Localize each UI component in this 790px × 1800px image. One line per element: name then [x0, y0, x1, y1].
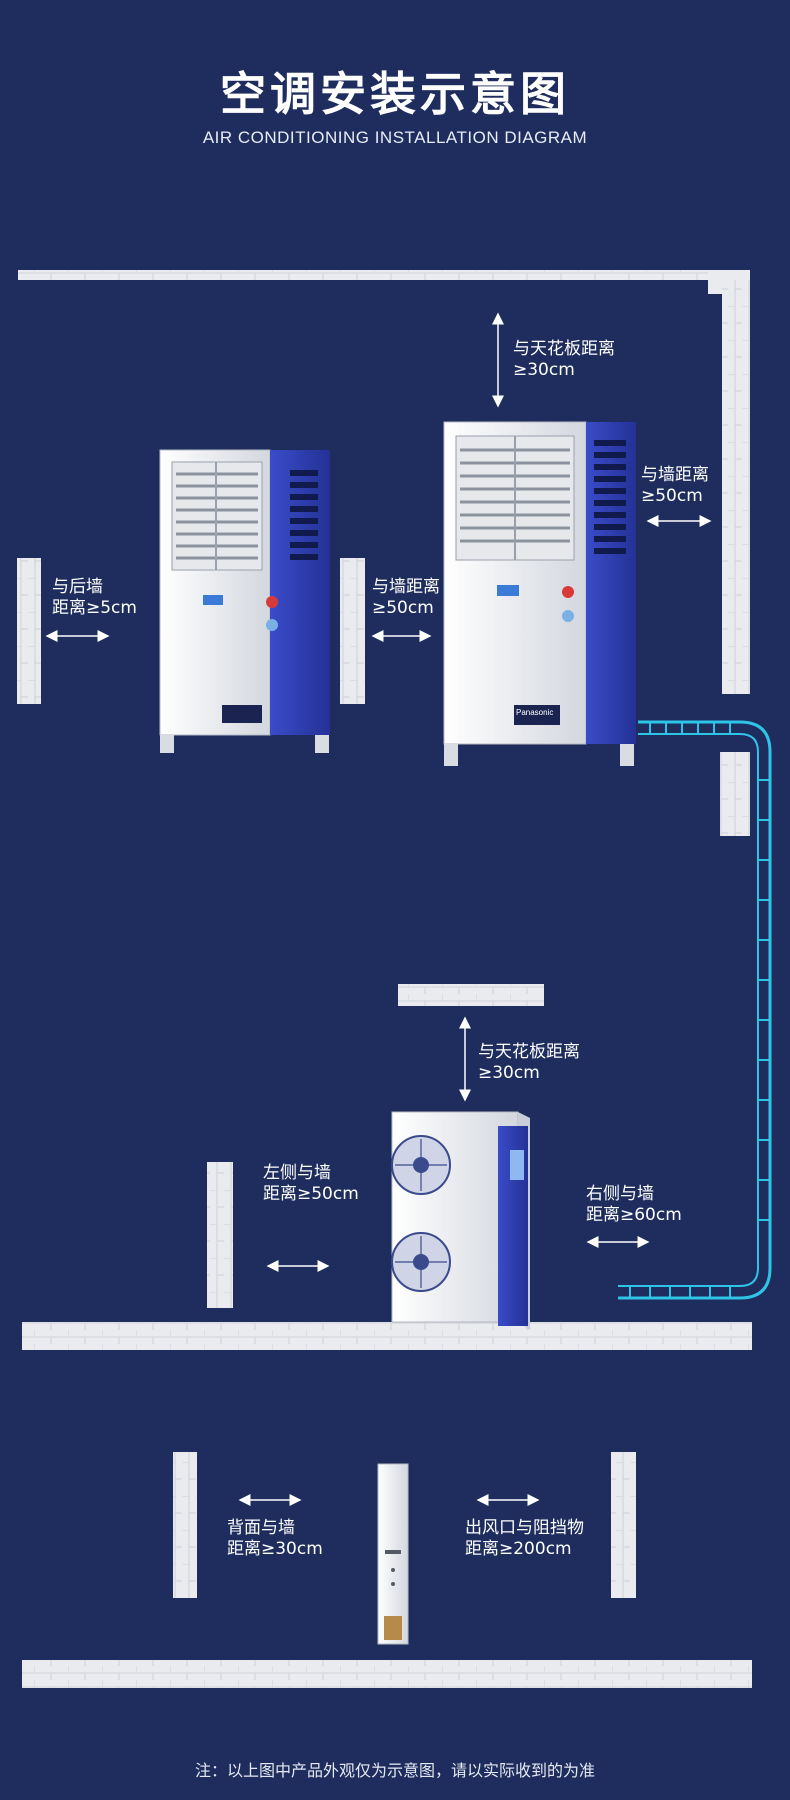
- indoor-unit-right: [443, 421, 636, 766]
- side-floor: [22, 1660, 752, 1688]
- ceiling-label-line1: 与天花板距离: [513, 339, 615, 359]
- outdoor-right-label-line2: 距离≥60cm: [586, 1205, 682, 1225]
- rear-wall-left: [17, 558, 41, 704]
- side-back-label-line1: 背面与墙: [227, 1518, 295, 1538]
- middle-wall-label-line2: ≥50cm: [372, 598, 434, 618]
- page-subtitle: AIR CONDITIONING INSTALLATION DIAGRAM: [202, 128, 588, 147]
- side-outlet-label-line1: 出风口与阻挡物: [465, 1518, 584, 1538]
- right-wall-label-line2: ≥50cm: [641, 486, 703, 506]
- indoor-unit-left: [159, 449, 330, 753]
- side-outlet-label-line2: 距离≥200cm: [465, 1539, 572, 1559]
- outdoor-left-label-line1: 左侧与墙: [263, 1163, 331, 1183]
- outdoor-ceiling-label-line2: ≥30cm: [478, 1063, 540, 1083]
- outdoor-right-label-line1: 右侧与墙: [586, 1184, 654, 1204]
- page-title: 空调安装示意图: [220, 67, 570, 121]
- outdoor-ceiling-label-line1: 与天花板距离: [478, 1042, 580, 1062]
- footer-note: 注：以上图中产品外观仅为示意图，请以实际收到的为准: [194, 1761, 595, 1780]
- outdoor-ceiling-wall: [398, 984, 544, 1006]
- outdoor-unit: [391, 1111, 530, 1330]
- ceiling-wall-top: [18, 270, 750, 280]
- right-wall-label-line1: 与墙距离: [641, 465, 709, 485]
- outdoor-left-label-line2: 距离≥50cm: [263, 1184, 359, 1204]
- middle-wall: [340, 558, 365, 704]
- right-wall-top: [722, 280, 750, 694]
- brand-mark: Panasonic: [516, 708, 554, 717]
- unit-side-view: [377, 1463, 409, 1645]
- side-outlet-obstacle: [611, 1452, 636, 1598]
- right-wall-lower: [720, 752, 750, 836]
- side-back-wall: [173, 1452, 197, 1598]
- rear-wall-label-line2: 距离≥5cm: [52, 598, 137, 618]
- middle-wall-label-line1: 与墙距离: [372, 577, 440, 597]
- outdoor-floor: [22, 1322, 752, 1350]
- rear-wall-label-line1: 与后墙: [52, 577, 103, 597]
- side-back-label-line2: 距离≥30cm: [227, 1539, 323, 1559]
- ceiling-label-line2: ≥30cm: [513, 360, 575, 380]
- refrigerant-pipe: [618, 720, 772, 1300]
- outdoor-left-wall: [207, 1162, 233, 1308]
